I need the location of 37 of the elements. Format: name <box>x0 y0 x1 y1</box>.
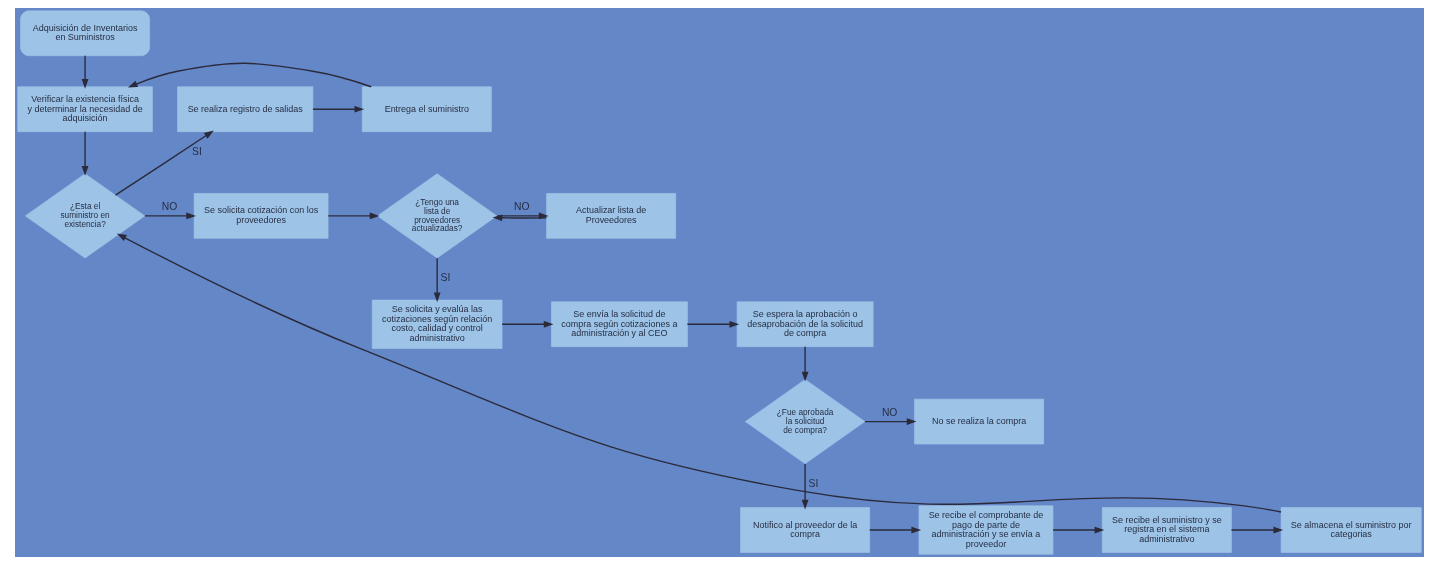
arrow <box>116 233 1282 513</box>
arrow <box>869 526 922 534</box>
arrow <box>501 320 554 328</box>
arrow <box>801 346 809 382</box>
node-box: Notifico al proveedor de la compra <box>740 507 870 553</box>
node-box: Se almacena el suministro por categorias <box>1280 507 1422 553</box>
edge-label: SI <box>440 272 451 284</box>
node-box: Se espera la aprobación o desaprobación de la solicitud de compra <box>736 301 874 348</box>
arrow <box>686 320 740 328</box>
edge-label: SI <box>192 146 202 158</box>
arrow <box>327 212 380 220</box>
node-box: Verificar la existencia física y determinar la necesidad de adquisición <box>17 86 153 132</box>
arrow <box>114 130 214 196</box>
node-box: Entrega el suministro <box>361 86 492 132</box>
arrow <box>127 62 372 88</box>
arrow <box>801 463 809 510</box>
arrow <box>1052 526 1105 534</box>
edge-label: SI <box>808 478 819 490</box>
edge-label: NO <box>513 201 530 213</box>
arrow <box>1230 526 1284 534</box>
arrow <box>81 131 89 176</box>
node-box: Se solicita y evalúa las cotizaciones según relación costo, calidad y control administrativo <box>371 299 503 349</box>
node-box: Se recibe el comprobante de pago de parte de administración y se envía a proveedor <box>918 505 1054 555</box>
edge-label: NO <box>161 201 178 213</box>
arrow <box>144 212 196 220</box>
node-box: Se envía la solicitud de compra según cotizaciones a administración y al CEO <box>551 301 688 348</box>
arrow <box>433 257 441 303</box>
edge-label: NO <box>881 407 898 419</box>
node-box: Adquisición de Inventarios en Suministros <box>20 10 150 57</box>
node-box: Se realiza registro de salidas <box>177 86 314 132</box>
node-box: Se solicita cotización con los proveedores <box>193 193 329 239</box>
arrow <box>864 418 917 425</box>
node-box: Actualizar lista de Proveedores <box>546 193 676 239</box>
node-box: No se realiza la compra <box>914 398 1044 445</box>
arrow <box>81 55 89 89</box>
node-box: Se recibe el suministro y se registra en el sistema administrativo <box>1101 507 1232 553</box>
arrow <box>312 105 365 113</box>
